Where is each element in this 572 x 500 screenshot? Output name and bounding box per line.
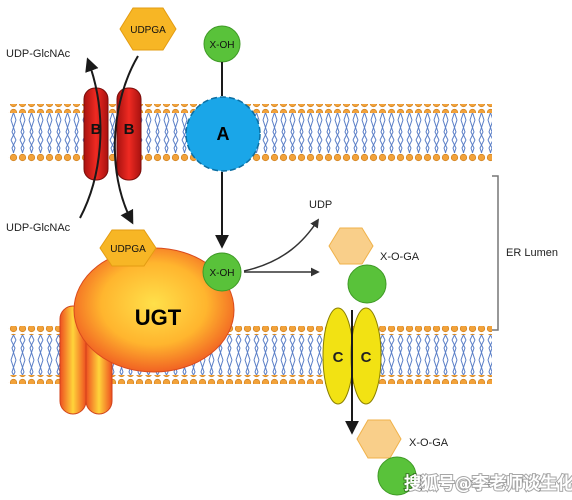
x-oh-top-label: X-OH xyxy=(210,40,235,51)
x-o-ga-bottom: X-O-GA xyxy=(356,419,449,496)
udpga-in-arrow xyxy=(113,55,139,225)
er-lumen-label: ER Lumen xyxy=(506,247,558,259)
transporter-c: C C xyxy=(322,307,382,405)
udpga-top-hexagon: UDPGA xyxy=(119,7,177,51)
udp-glcnac-out-arrow xyxy=(79,57,102,219)
udpga-ugt-label: UDPGA xyxy=(110,244,146,255)
transporter-c-left-label: C xyxy=(333,349,344,366)
transporter-b-left-label: B xyxy=(91,121,102,138)
udpga-ugt-hexagon: UDPGA xyxy=(99,229,157,267)
udp-glcnac-bottom-label: UDP-GlcNAc xyxy=(6,222,71,234)
x-o-ga-bottom-label: X-O-GA xyxy=(409,437,449,449)
x-oh-mid-circle: X-OH xyxy=(202,252,242,292)
transporter-c-right-label: C xyxy=(361,349,372,366)
udp-label: UDP xyxy=(309,199,332,211)
er-lumen-bracket xyxy=(492,175,499,331)
udp-glcnac-top-label: UDP-GlcNAc xyxy=(6,48,71,60)
x-o-ga-mid: X-O-GA xyxy=(328,227,420,304)
watermark-text: 搜狐号@李老师谈生化 xyxy=(404,473,572,494)
x-o-ga-mid-label: X-O-GA xyxy=(380,251,420,263)
ugt-label: UGT xyxy=(135,305,182,330)
transporter-b-right-label: B xyxy=(124,121,135,138)
transporter-a-label: A xyxy=(217,124,230,144)
transporter-a: A xyxy=(185,96,261,172)
udp-release-arrow xyxy=(243,218,319,272)
x-oh-mid-label: X-OH xyxy=(210,268,235,279)
ugt-enzyme: UGT xyxy=(73,247,235,373)
udpga-top-label: UDPGA xyxy=(130,25,166,36)
x-oh-top-circle: X-OH xyxy=(203,25,241,63)
